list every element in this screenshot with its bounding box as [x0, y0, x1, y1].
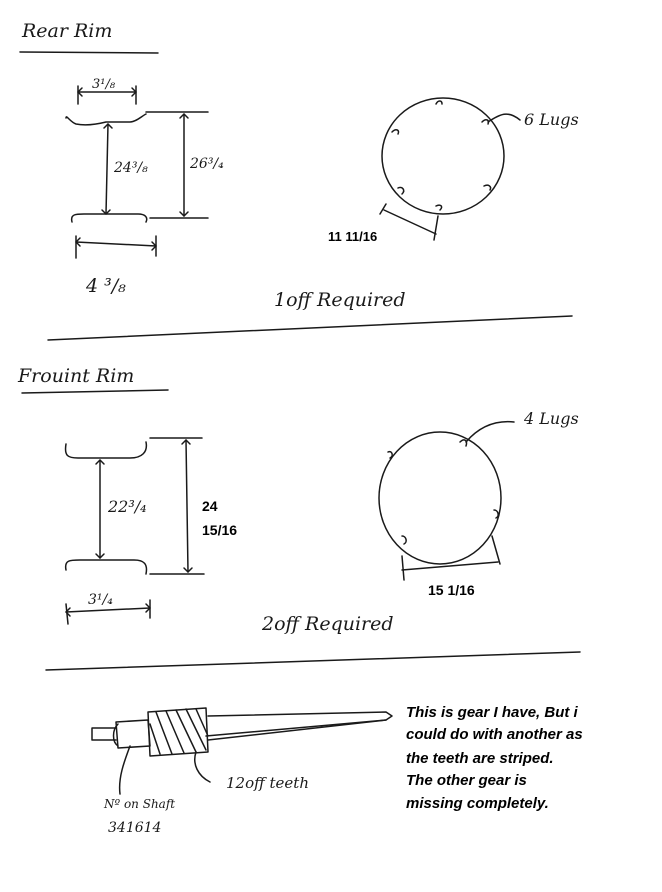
shaft-label-line1: Nº on Shaft	[103, 797, 175, 811]
shaft-label-line2: 341614	[108, 820, 161, 836]
rear-lug-mark	[391, 129, 400, 135]
rear-rim-heading-underline	[19, 51, 159, 54]
gear-shaft-drawing	[91, 707, 393, 757]
rear-lug-mark	[483, 184, 492, 191]
rear-hub-circle: 6 Lugs	[381, 97, 579, 215]
note-line: This is gear I have, But i	[406, 704, 579, 721]
rear-bolt-circle-label: 11 11/16	[328, 229, 377, 244]
rear-rim-section: Rear Rim 3¹/₈ 24³/₈	[19, 20, 579, 341]
rear-lugs-label: 6 Lugs	[524, 110, 579, 129]
front-outer-height-line2: 15/16	[202, 522, 237, 538]
rear-lug-mark	[397, 186, 405, 195]
teeth-leader	[194, 751, 211, 783]
rear-bottom-width-dimension: 4 ³/₈	[75, 235, 157, 297]
front-outer-height-dimension: 24 15/16	[149, 437, 237, 575]
front-rim-profile	[64, 441, 148, 575]
front-lug-mark	[493, 509, 499, 519]
note-line: could do with another as	[406, 726, 583, 743]
front-required-label: 2off Required	[261, 613, 394, 635]
note-line: The other gear is	[406, 772, 527, 789]
front-bolt-circle-dimension: 15 1/16	[401, 535, 501, 598]
rear-lugs-leader	[487, 113, 521, 123]
rear-rim-heading: Rear Rim	[21, 20, 112, 42]
section-divider	[47, 315, 573, 341]
front-rim-heading-underline	[21, 389, 169, 394]
front-hub-circle: 4 Lugs	[378, 409, 579, 565]
front-lug-mark	[459, 439, 468, 447]
note-line: the teeth are striped.	[406, 750, 554, 767]
rear-lug-mark	[435, 100, 443, 105]
front-rim-section: Frouint Rim 22³/₄ 24 15/16	[17, 365, 581, 671]
rear-outer-height-label: 26³/₄	[189, 156, 224, 172]
front-inner-height-dimension: 22³/₄	[95, 459, 147, 559]
front-width-label: 3¹/₄	[88, 592, 113, 608]
rear-outer-height-dimension: 26³/₄	[145, 111, 224, 219]
front-rim-heading: Frouint Rim	[17, 365, 134, 387]
front-outer-height-line1: 24	[202, 498, 218, 514]
front-lugs-leader	[465, 420, 515, 443]
rear-required-label: 1off Required	[274, 289, 406, 311]
shaft-leader	[118, 745, 131, 795]
front-lug-mark	[401, 535, 407, 545]
front-width-dimension: 3¹/₄	[65, 592, 151, 625]
front-lug-mark	[387, 450, 393, 459]
front-lugs-label: 4 Lugs	[523, 409, 579, 428]
gear-section: 12off teeth Nº on Shaft 341614 This is g…	[91, 704, 583, 836]
gear-note: This is gear I have, But i could do with…	[406, 704, 583, 812]
rear-top-width-dimension: 3¹/₈	[77, 77, 137, 105]
rear-inner-height-dimension: 24³/₈	[101, 123, 148, 215]
rear-lug-mark	[481, 119, 490, 125]
rear-inner-height-label: 24³/₈	[113, 160, 148, 176]
front-bolt-circle-label: 15 1/16	[428, 582, 475, 598]
rear-bolt-circle-dimension: 11 11/16	[328, 203, 439, 244]
rear-lug-mark	[435, 204, 443, 211]
note-line: missing completely.	[406, 795, 549, 812]
teeth-label: 12off teeth	[226, 774, 309, 792]
front-inner-height-label: 22³/₄	[107, 497, 147, 516]
rear-bottom-width-label: 4 ³/₈	[85, 275, 126, 297]
rear-top-width-label: 3¹/₈	[92, 77, 116, 92]
section-divider	[45, 651, 581, 671]
rear-rim-profile	[65, 113, 148, 223]
